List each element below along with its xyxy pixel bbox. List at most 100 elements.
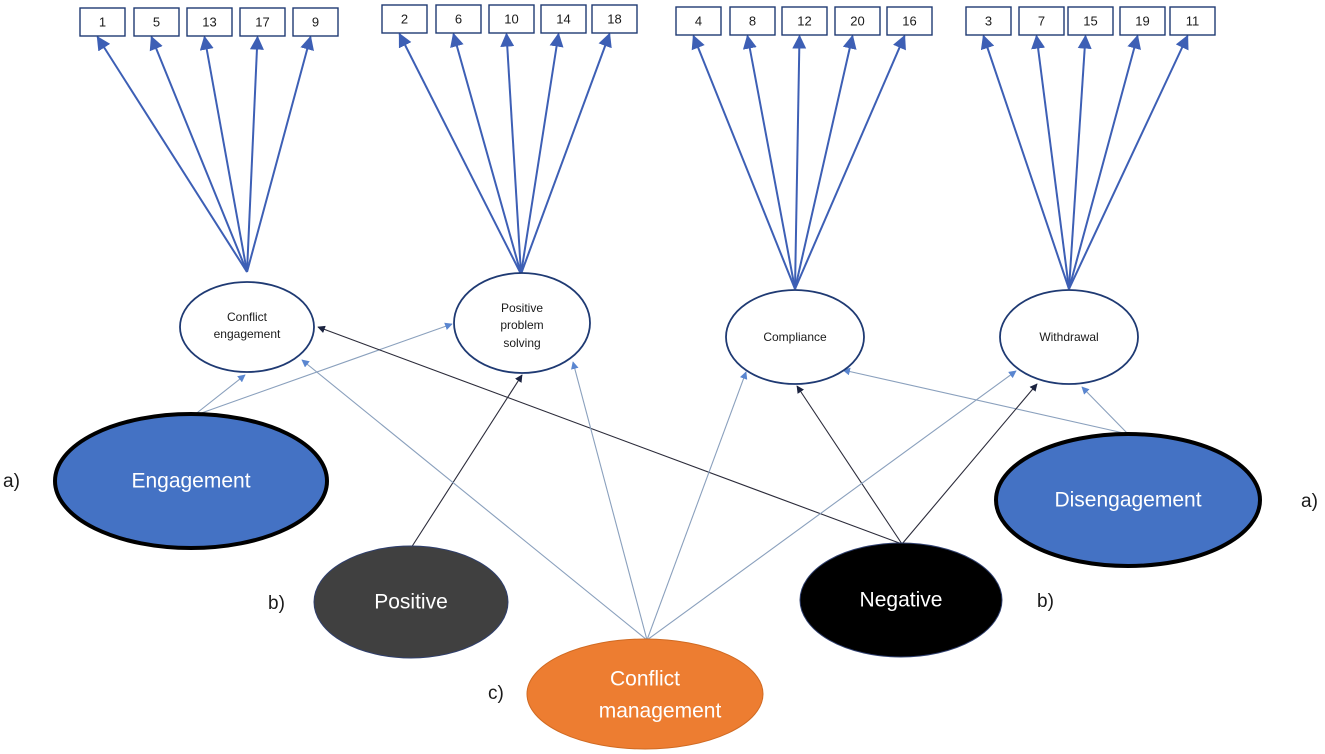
item-number: 9 (312, 14, 319, 29)
factor-label-line: engagement (214, 327, 281, 341)
negative-label: Negative (860, 589, 943, 612)
structural-path-arrow (901, 383, 1038, 545)
loading-arrow (742, 34, 796, 290)
structural-path-arrow (1081, 386, 1129, 435)
loading-arrow (520, 32, 612, 275)
structural-path-arrow (842, 367, 1129, 435)
label-a-right: a) (1301, 491, 1318, 512)
item-number: 12 (797, 13, 811, 28)
item-number: 15 (1083, 13, 1097, 28)
item-number: 19 (1135, 13, 1149, 28)
item-box (239, 7, 286, 37)
loading-arrow (149, 35, 248, 273)
factor-withdrawal: Withdrawal (999, 289, 1139, 385)
conflict-management-label-line: management (599, 700, 722, 723)
item-box (781, 6, 828, 36)
negative-oval: Negative (799, 542, 1003, 658)
disengagement-label: Disengagement (1054, 489, 1201, 512)
item-number: 3 (985, 13, 992, 28)
item-box (965, 6, 1012, 36)
item-number: 5 (153, 14, 160, 29)
engagement-label: Engagement (131, 470, 250, 493)
item-number: 16 (902, 13, 916, 28)
item-box (591, 4, 638, 34)
structural-path-arrow (646, 370, 1017, 641)
loading-arrow (246, 35, 264, 273)
loading-arrow (980, 34, 1070, 290)
item-box (186, 7, 233, 37)
item-number: 20 (850, 13, 864, 28)
loading-arrow (794, 34, 857, 290)
loading-arrow (794, 34, 906, 290)
label-a-left: a) (3, 471, 20, 492)
item-box (675, 6, 722, 36)
item-box (886, 6, 933, 36)
item-box (381, 4, 428, 34)
positive-label: Positive (374, 591, 448, 614)
factor-label-line: Positive (501, 301, 543, 315)
label-b-right: b) (1037, 591, 1054, 612)
loading-arrow (199, 35, 248, 273)
structural-path-arrow (410, 374, 523, 549)
structural-path-arrow (317, 325, 903, 545)
item-number: 18 (607, 11, 621, 26)
loading-arrow (1031, 34, 1070, 290)
label-b-left: b) (268, 593, 285, 614)
loading-arrow (1068, 34, 1092, 290)
loading-arrow (96, 35, 248, 273)
item-number: 17 (255, 14, 269, 29)
structural-path-arrow (796, 385, 903, 545)
item-number: 8 (749, 13, 756, 28)
loading-arrow (500, 32, 522, 275)
conflict-management-oval: Conflict management (526, 638, 764, 750)
item-box (834, 6, 881, 36)
item-number: 14 (556, 11, 570, 26)
loading-arrow (1068, 34, 1189, 290)
item-box (292, 7, 339, 37)
item-number: 11 (1186, 13, 1200, 28)
item-box (540, 4, 587, 34)
item-box (1119, 6, 1166, 36)
item-number: 1 (99, 14, 106, 29)
loading-arrow (792, 34, 807, 290)
item-number: 7 (1038, 13, 1045, 28)
loading-arrow (691, 34, 796, 290)
structural-path-arrow (571, 361, 648, 641)
structural-path-arrow (301, 359, 648, 641)
factor-label-line: Conflict (227, 310, 268, 324)
positive-oval: Positive (313, 545, 509, 659)
structural-path-arrow (192, 374, 246, 417)
factor-label-line: Compliance (763, 330, 827, 344)
item-number: 4 (695, 13, 702, 28)
loading-arrow (450, 32, 522, 275)
item-number: 2 (401, 11, 408, 26)
factor-compliance: Compliance (725, 289, 865, 385)
item-number: 6 (455, 11, 462, 26)
structural-path-arrow (192, 322, 453, 417)
label-c: c) (488, 683, 504, 704)
item-box (435, 4, 482, 34)
item-number: 10 (504, 11, 518, 26)
conflict-management-label-line: Conflict (610, 668, 680, 691)
structural-paths (192, 322, 1129, 641)
loading-arrow (398, 32, 522, 275)
factor-positive-problem-solving: Positive problem solving (453, 272, 591, 374)
item-box (79, 7, 126, 37)
loading-arrow (246, 35, 314, 273)
item-number: 13 (202, 14, 216, 29)
disengagement-oval: Disengagement (994, 432, 1262, 568)
engagement-oval: Engagement (53, 412, 329, 550)
factor-label-line: Withdrawal (1039, 330, 1098, 344)
loading-arrow (520, 32, 564, 275)
item-box (1169, 6, 1216, 36)
item-box (488, 4, 535, 34)
structural-path-arrow (646, 371, 748, 641)
factor-label-line: solving (503, 336, 540, 350)
item-loading-arrows (96, 32, 1189, 290)
factor-label-line: problem (500, 318, 543, 332)
factor-conflict-engagement: Conflict engagement (179, 281, 315, 373)
item-box (1067, 6, 1114, 36)
item-box (729, 6, 776, 36)
